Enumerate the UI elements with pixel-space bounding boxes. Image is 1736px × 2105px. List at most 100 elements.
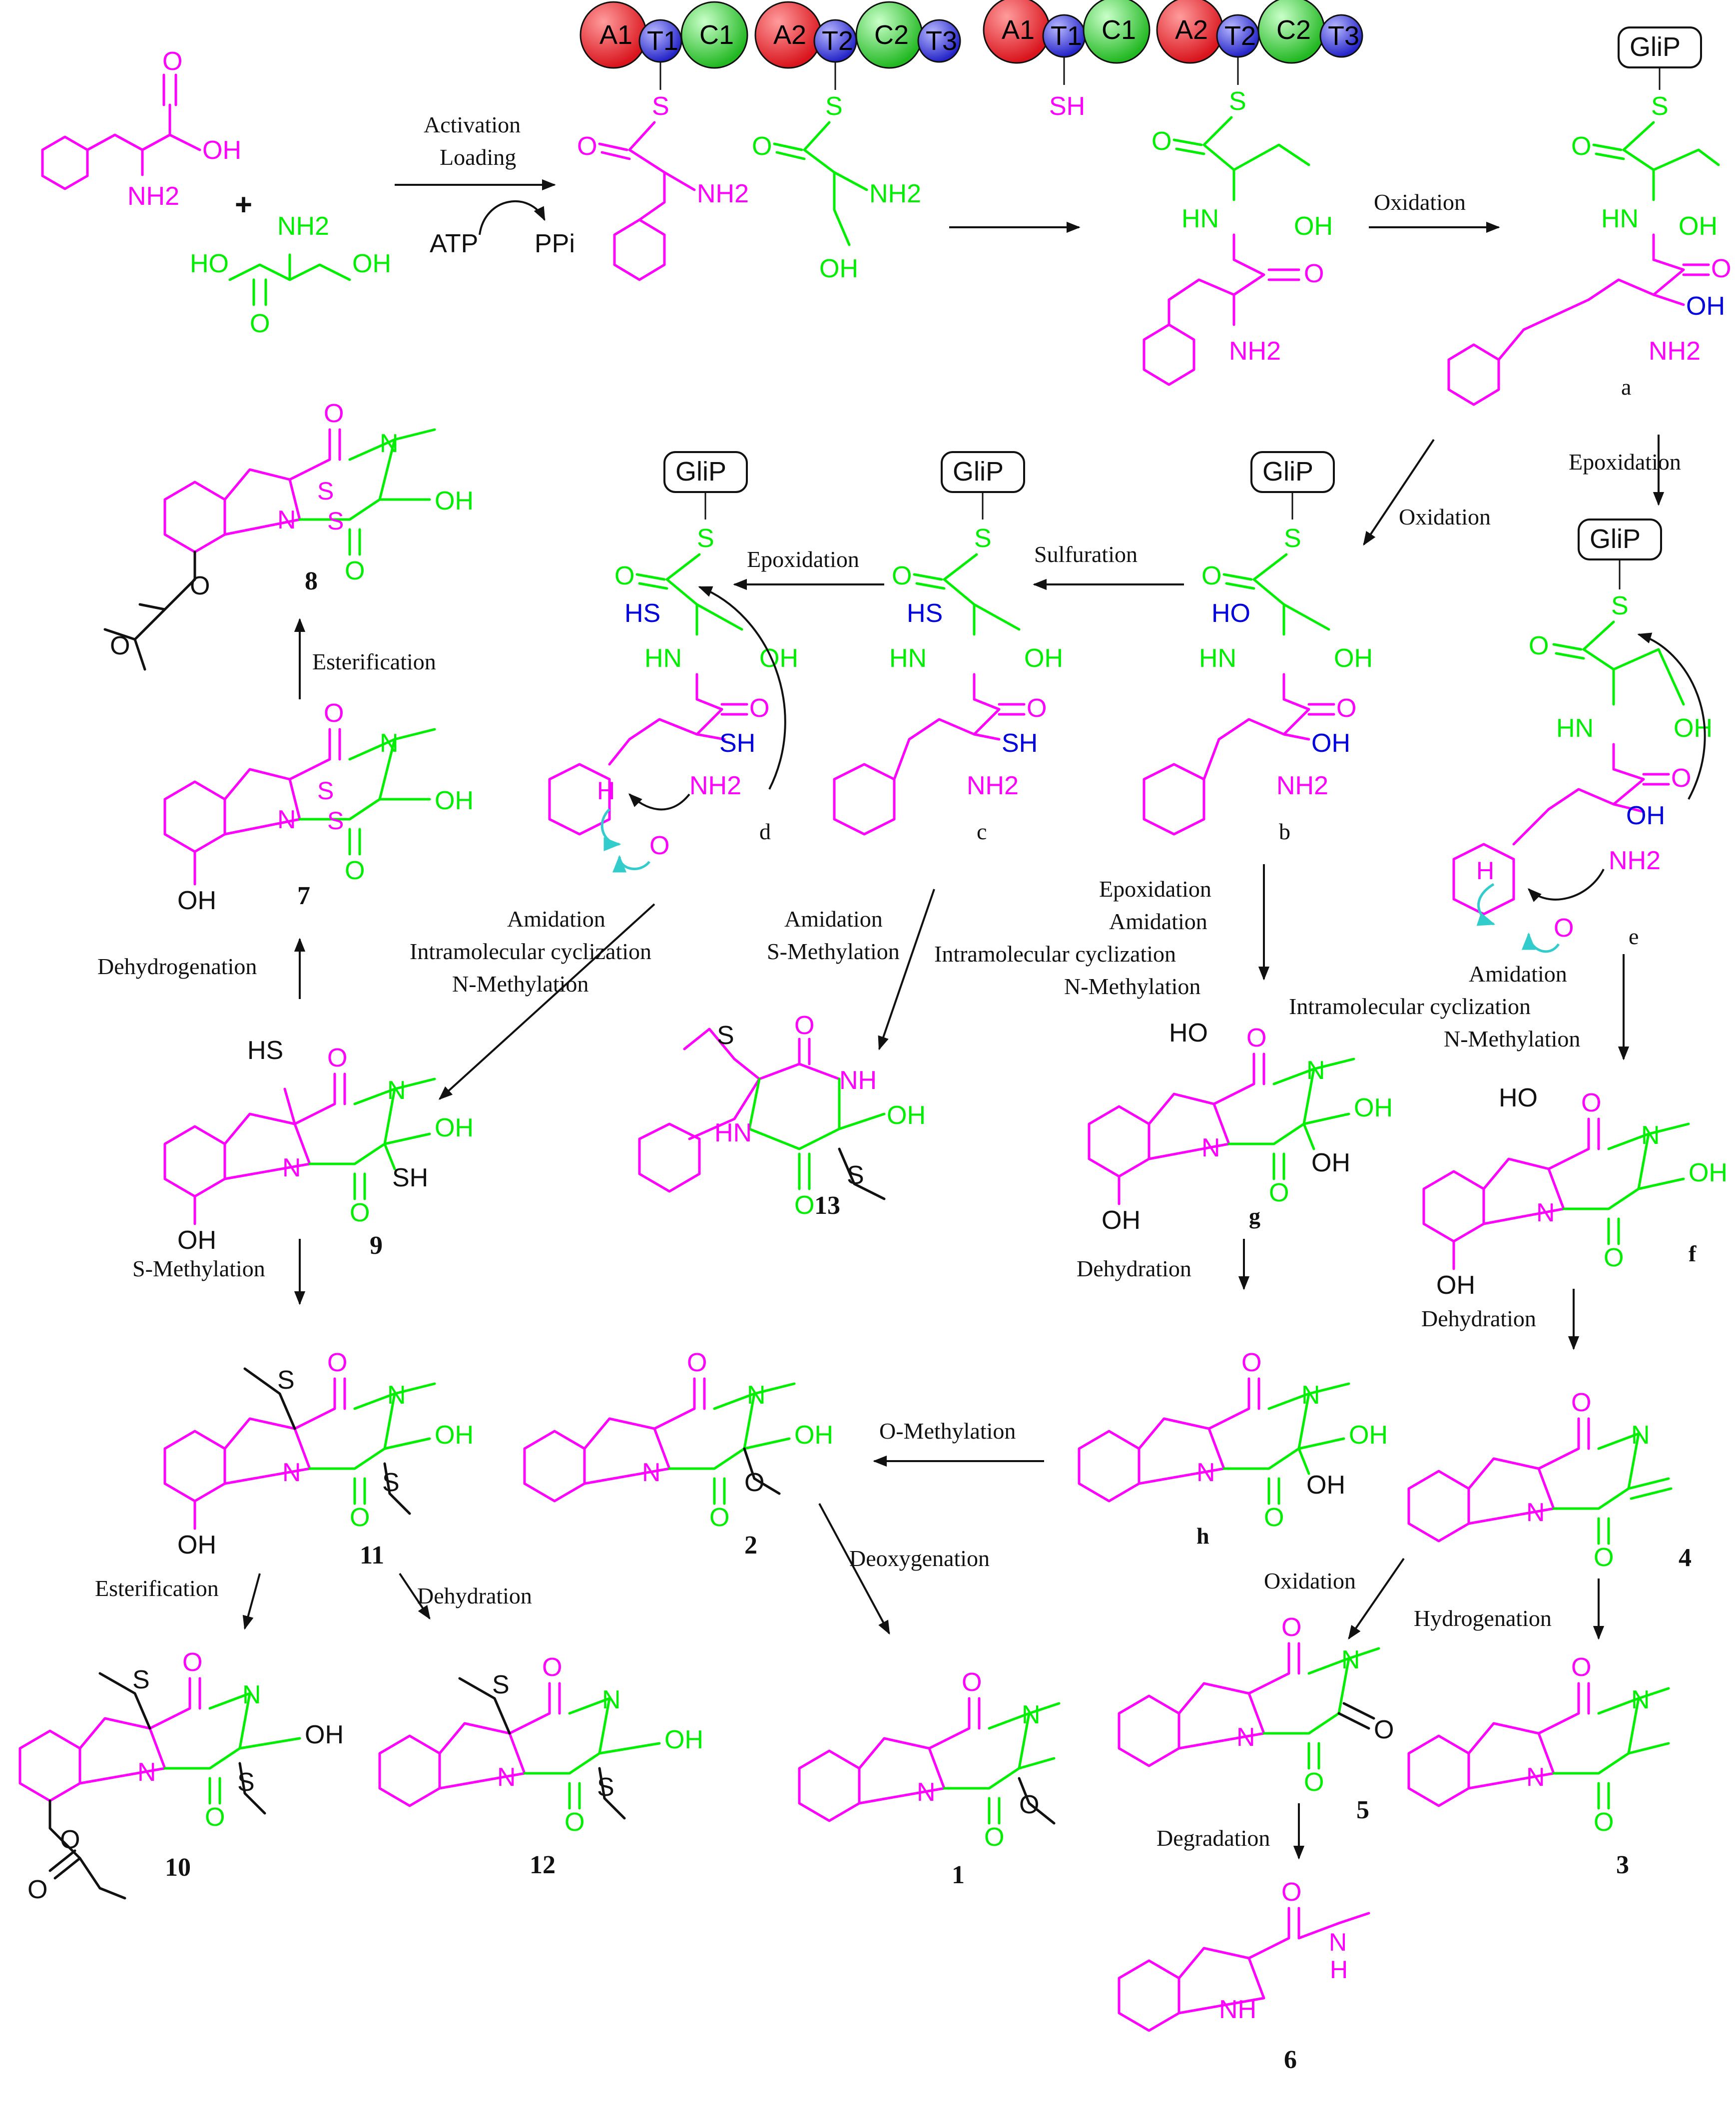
- step-dehydration-f: Dehydration: [1421, 1306, 1536, 1331]
- atom-o: O: [1019, 1790, 1039, 1819]
- compound-label-f: f: [1689, 1241, 1697, 1266]
- atom-n: N: [1196, 1458, 1215, 1487]
- atom-o: O: [110, 631, 130, 660]
- step-epoxidation-1: Epoxidation: [1569, 449, 1681, 475]
- atom-ho: HO: [190, 249, 229, 278]
- atom-oh: OH: [1306, 1471, 1345, 1500]
- atom-hs-blue: HS: [624, 599, 660, 628]
- compound-label-d: d: [759, 819, 771, 844]
- atom-o: O: [1264, 1503, 1284, 1532]
- compound-label-11: 11: [360, 1541, 384, 1570]
- atom-oh: OH: [887, 1101, 926, 1130]
- step-esterification-2: Esterification: [95, 1576, 219, 1601]
- atom-oh: OH: [1024, 644, 1063, 673]
- atom-nh2: NH2: [967, 771, 1019, 800]
- atom-oh: OH: [1102, 1206, 1141, 1235]
- atom-s: S: [132, 1665, 150, 1694]
- atom-sh-blue: SH: [719, 729, 755, 758]
- atom-oh: OH: [819, 254, 858, 283]
- atom-oh: OH: [664, 1725, 703, 1754]
- atom-o: O: [327, 1348, 347, 1377]
- atom-hn: HN: [644, 644, 682, 673]
- enzyme-label: GliP: [1262, 457, 1313, 487]
- compound-label-c: c: [977, 819, 987, 844]
- atom-s: S: [717, 1021, 734, 1050]
- atom-oh: OH: [435, 786, 474, 815]
- atom-n: N: [137, 1758, 156, 1787]
- atom-nh2: NH2: [277, 212, 329, 241]
- atom-nh2: NH2: [1276, 771, 1328, 800]
- atom-sh: SH: [392, 1163, 428, 1192]
- compound-label-e: e: [1629, 924, 1639, 949]
- step-e-amidation: Amidation: [1469, 961, 1567, 987]
- step-d-cyclization: Intramolecular cyclization: [410, 939, 651, 964]
- atom-n: N: [277, 805, 296, 834]
- atom-o: O: [709, 1503, 729, 1532]
- atom-o: O: [190, 571, 210, 600]
- atom-n: N: [1201, 1133, 1220, 1162]
- atom-nh: NH: [839, 1066, 877, 1095]
- atom-o: O: [1581, 1088, 1601, 1117]
- atom-s: S: [317, 477, 334, 505]
- step-degradation: Degradation: [1157, 1825, 1270, 1851]
- domain-label: C2: [1276, 15, 1311, 45]
- compound-label-h: h: [1196, 1523, 1209, 1549]
- atom-o: O: [649, 831, 669, 860]
- serine: NH2 HO OH O: [190, 212, 391, 338]
- atom-oh: OH: [1294, 212, 1333, 241]
- atom-oh: OH: [305, 1720, 344, 1749]
- phenylalanine: O OH NH2: [41, 47, 241, 211]
- atom-h: H: [1476, 857, 1494, 885]
- step-sulfuration: Sulfuration: [1034, 541, 1138, 567]
- atom-oh: OH: [177, 1531, 216, 1560]
- atom-o: O: [324, 399, 344, 428]
- compound-9: HS O N N OH SH O OH 9: [163, 1036, 474, 1260]
- atom-hn: HN: [889, 644, 927, 673]
- step-b-cyclization: Intramolecular cyclization: [934, 941, 1176, 967]
- nrps-domains-left: A1 T1 C1 A2 T2 C2 T3: [579, 1, 961, 69]
- atom-n: N: [642, 1458, 661, 1487]
- atom-nh2: NH2: [869, 179, 921, 208]
- atom-oh: OH: [1334, 644, 1373, 673]
- atom-o: O: [162, 47, 182, 76]
- atom-s: S: [825, 92, 843, 121]
- atom-s: S: [597, 1773, 614, 1802]
- atom-nh2: NH2: [1649, 337, 1701, 366]
- compound-1: O N N O O 1: [798, 1668, 1061, 1889]
- compound-label-b: b: [1279, 819, 1290, 844]
- atom-n: N: [917, 1778, 936, 1807]
- atom-n: N: [1526, 1498, 1545, 1527]
- atom-nh2: NH2: [1229, 337, 1281, 366]
- domain-label: A2: [773, 20, 806, 50]
- atom-nh: NH: [1219, 1995, 1256, 2024]
- compound-label-6: 6: [1284, 2046, 1297, 2074]
- atom-oh: OH: [1311, 1148, 1350, 1177]
- atom-n: N: [1641, 1121, 1660, 1150]
- atom-oh: OH: [177, 1226, 216, 1255]
- compound-label-13: 13: [814, 1191, 840, 1220]
- atom-oh: OH: [435, 1113, 474, 1142]
- step-e-cyclization: Intramolecular cyclization: [1289, 994, 1531, 1019]
- atom-n: N: [282, 1458, 301, 1487]
- atom-o: O: [250, 309, 270, 338]
- atom-o: O: [962, 1668, 982, 1697]
- atom-oh: OH: [1689, 1158, 1728, 1187]
- compound-label-4: 4: [1679, 1544, 1692, 1572]
- atom-o: O: [794, 1191, 814, 1220]
- atom-o: O: [1246, 1024, 1266, 1052]
- compound-7: O N N S S OH O OH 7: [163, 699, 474, 915]
- compound-label-5: 5: [1356, 1796, 1369, 1824]
- atom-o: O: [1604, 1243, 1624, 1272]
- atom-oh-blue: OH: [1626, 801, 1665, 830]
- atom-n: N: [1341, 1645, 1360, 1674]
- atom-o: O: [892, 561, 912, 590]
- compound-3: O N N O 3: [1407, 1653, 1670, 1879]
- atom-s: S: [1611, 591, 1629, 620]
- atom-o: O: [1281, 1613, 1301, 1642]
- atom-n: N: [747, 1381, 766, 1410]
- step-b-amidation: Amidation: [1109, 909, 1207, 934]
- step-esterification-1: Esterification: [312, 649, 436, 674]
- step-d-n-methylation: N-Methylation: [452, 971, 588, 997]
- atom-o: O: [1571, 1388, 1591, 1417]
- compound-label-2: 2: [744, 1531, 757, 1560]
